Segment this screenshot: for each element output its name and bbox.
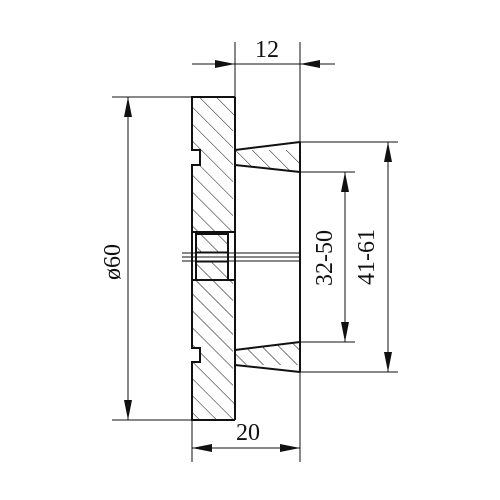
dimension-top-width: 12 — [192, 37, 335, 142]
dimension-inner-range: 32-50 — [300, 171, 355, 343]
dimension-outer-range: 41-61 — [300, 141, 398, 373]
dimension-label-inner-range: 32-50 — [312, 230, 338, 286]
center-axis — [182, 252, 300, 262]
dimension-label-outer-diameter: ø60 — [100, 244, 126, 280]
hatched-section — [192, 97, 300, 420]
dimension-bottom-width: 20 — [191, 372, 301, 462]
dimension-outer-diameter: ø60 — [100, 96, 192, 421]
dimension-label-outer-range: 41-61 — [354, 229, 380, 285]
dimension-label-top-width: 12 — [255, 37, 279, 63]
dimension-label-bottom-width: 20 — [236, 420, 260, 446]
